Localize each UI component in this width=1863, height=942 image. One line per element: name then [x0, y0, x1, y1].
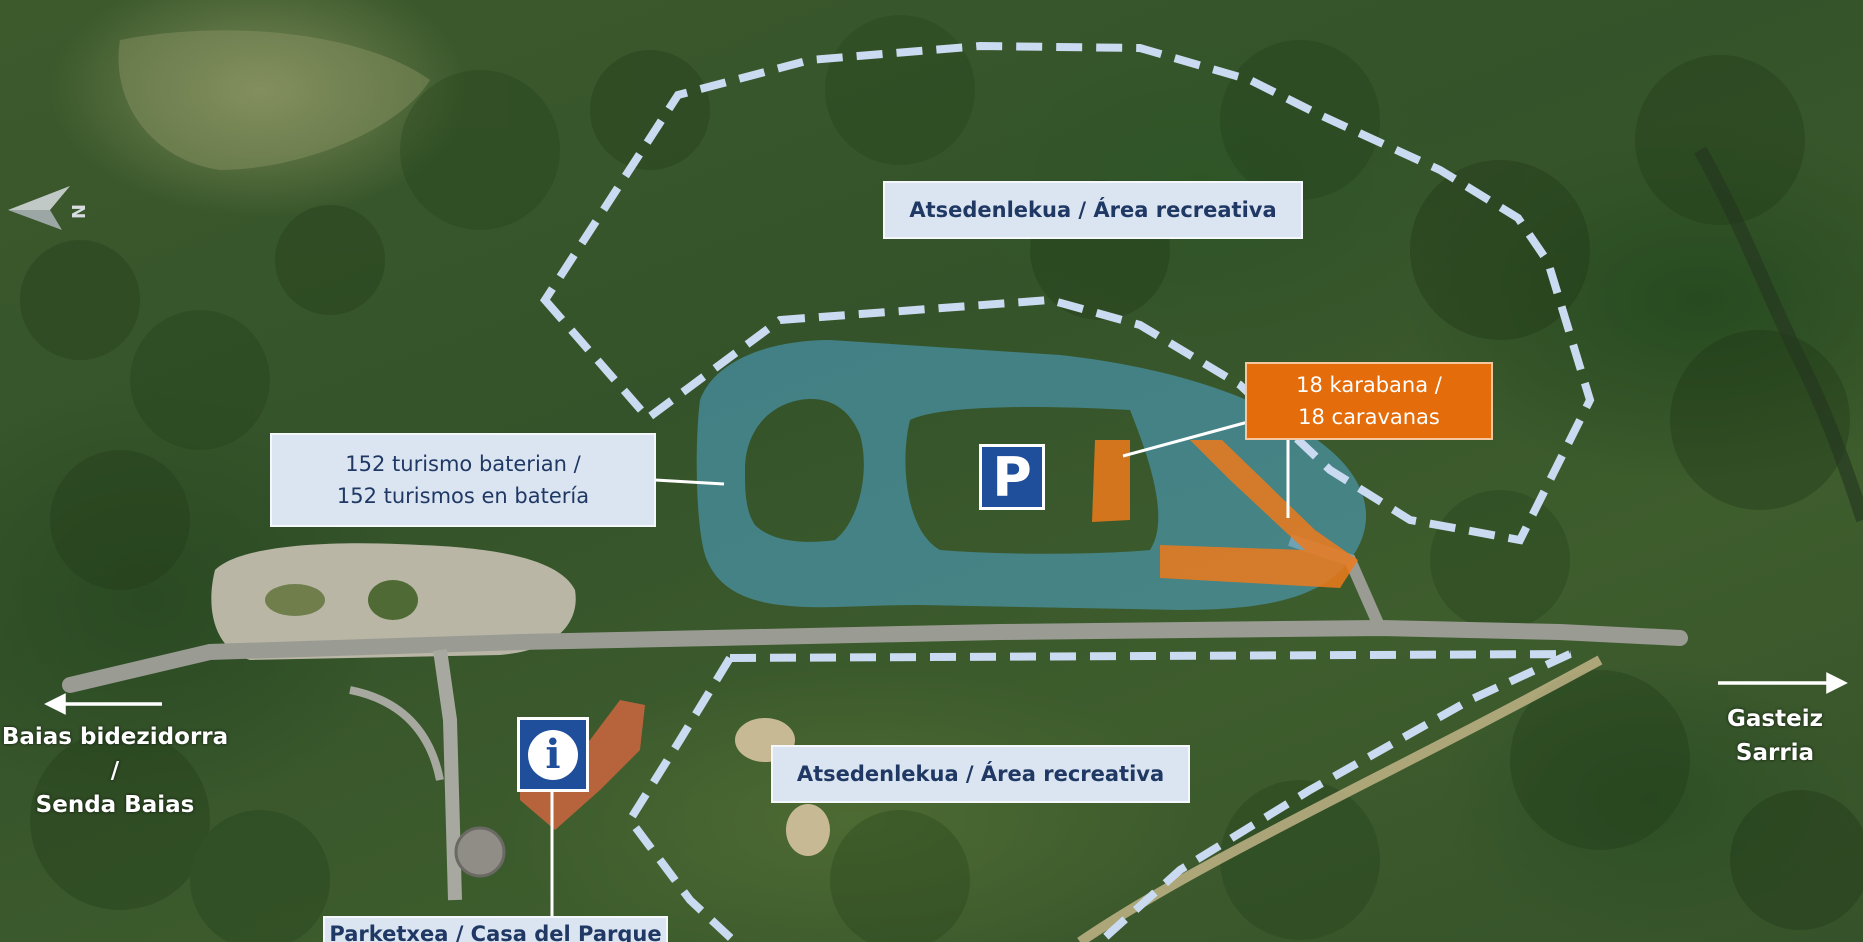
car-parking-zone	[696, 340, 1367, 610]
north-arrow-icon: N	[8, 186, 88, 230]
rest-area-south-boundary-b	[625, 655, 738, 942]
arrow-left-head	[44, 693, 66, 715]
main-road	[62, 619, 1688, 693]
caravan-text-2: 18 caravanas	[1298, 405, 1440, 429]
car-parking-label: 152 turismo baterian / 152 turismos en b…	[270, 433, 656, 527]
dashed-boundaries	[540, 41, 1595, 942]
caravan-parking-label: 18 karabana / 18 caravanas	[1245, 362, 1493, 440]
rest-area-north-boundary	[540, 41, 1595, 545]
car-parking-text-2: 152 turismos en batería	[336, 484, 590, 508]
leader-lines	[550, 420, 1290, 918]
east-direction-text-2: Sarria	[1735, 740, 1815, 766]
west-direction-label: Baias bidezidorra / Senda Baias	[0, 720, 230, 822]
east-direction-label: Gasteiz Sarria	[1700, 702, 1850, 770]
rest-area-north-label: Atsedenlekua / Área recreativa	[883, 181, 1303, 239]
rest-area-south-label: Atsedenlekua / Área recreativa	[771, 745, 1190, 803]
park-house-label: Parketxea / Casa del Parque	[323, 916, 668, 942]
west-direction-text-2: Senda Baias	[35, 792, 195, 818]
north-letter: N	[67, 204, 88, 219]
arrow-right-head	[1826, 672, 1848, 694]
west-direction-text-1: Baias bidezidorra /	[1, 724, 229, 784]
caravan-text-1: 18 karabana /	[1296, 373, 1442, 397]
info-sign-icon: i	[517, 717, 589, 792]
parking-sign-letter: P	[992, 445, 1032, 509]
rest-area-south-text: Atsedenlekua / Área recreativa	[796, 762, 1165, 786]
rest-area-north-text: Atsedenlekua / Área recreativa	[909, 198, 1277, 222]
car-parking-text-1: 152 turismo baterian /	[345, 452, 581, 476]
park-house-text: Parketxea / Casa del Parque	[329, 922, 662, 942]
direction-arrows	[44, 672, 1848, 715]
east-direction-text-1: Gasteiz	[1727, 706, 1823, 732]
caravan-parking-zone	[1092, 440, 1358, 588]
info-sign-letter: i	[528, 729, 578, 780]
rest-area-south-boundary-a	[729, 650, 1572, 942]
parking-sign-icon: P	[979, 444, 1045, 510]
